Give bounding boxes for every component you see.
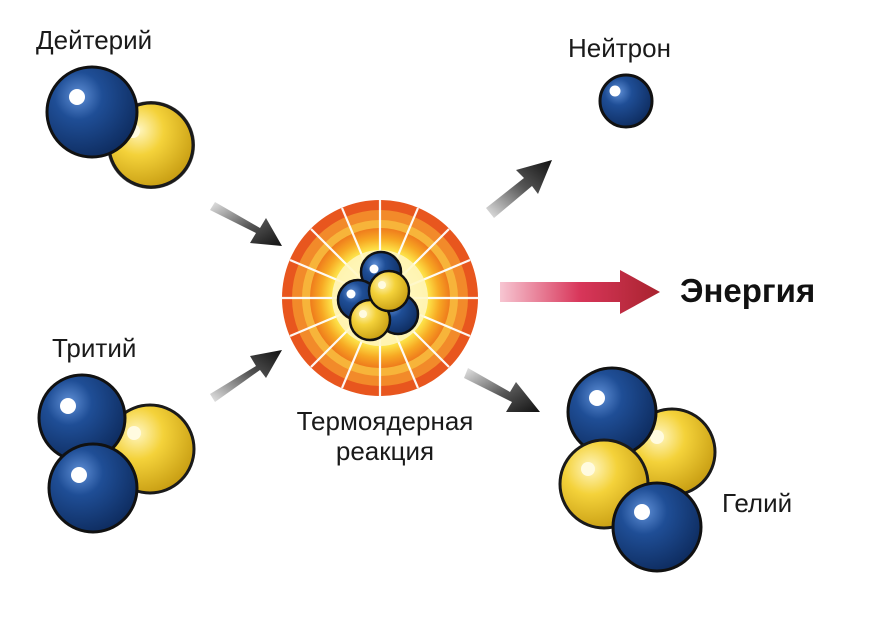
neutron bbox=[47, 442, 139, 534]
arrow-right-icon bbox=[210, 350, 282, 402]
neutron bbox=[566, 366, 658, 458]
neutron bbox=[611, 481, 703, 573]
arrow-right-icon bbox=[486, 160, 552, 218]
reaction-label: Термоядерная реакция bbox=[280, 406, 490, 466]
neutron-label: Нейтрон bbox=[568, 33, 671, 63]
neutron bbox=[45, 65, 139, 159]
deuterium-nucleus bbox=[45, 65, 195, 189]
energy-arrow bbox=[500, 270, 660, 314]
helium-label: Гелий bbox=[722, 488, 793, 518]
reaction-burst bbox=[282, 200, 478, 396]
tritium-label: Тритий bbox=[52, 333, 137, 363]
tritium-nucleus bbox=[37, 373, 196, 534]
neutron-particle bbox=[598, 73, 654, 129]
helium-nucleus bbox=[558, 366, 717, 573]
arrow-right-icon bbox=[210, 202, 282, 246]
fused-nucleus bbox=[336, 250, 420, 342]
reaction-label-line2: реакция bbox=[335, 436, 435, 466]
energy-label: Энергия bbox=[680, 272, 816, 309]
deuterium-label: Дейтерий bbox=[36, 25, 153, 55]
arrow-right-icon bbox=[464, 368, 540, 412]
reaction-label-line1: Термоядерная bbox=[296, 406, 474, 436]
